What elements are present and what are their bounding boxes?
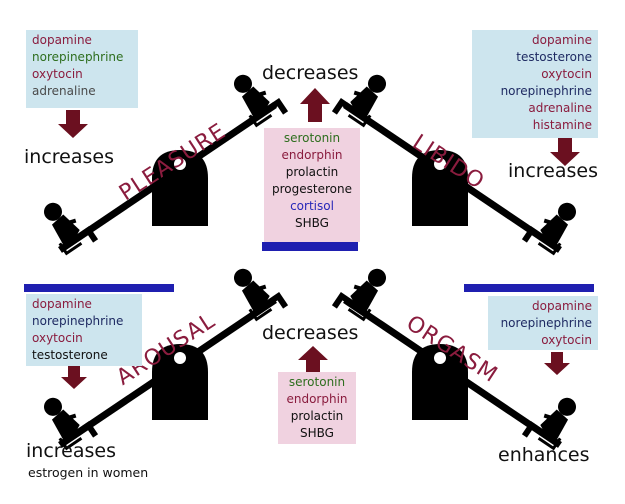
list-item: progesterone	[272, 182, 352, 196]
arousal-note: estrogen in women	[28, 465, 149, 480]
list-item: prolactin	[285, 165, 339, 179]
seesaw-bottom-right	[329, 256, 584, 456]
list-item: SHBG	[300, 426, 334, 440]
orgasm-increase-box: dopamine norepinephrine oxytocin	[488, 296, 598, 350]
seesaw-top-left	[36, 62, 291, 261]
list-item: oxytocin	[541, 333, 592, 347]
bottom-decreases-label: decreases	[262, 322, 359, 344]
list-item: adrenaline	[32, 84, 96, 98]
list-item: dopamine	[32, 33, 92, 47]
list-item: dopamine	[532, 33, 592, 47]
blue-bar-bottom-left	[24, 284, 174, 292]
down-arrow-icon	[61, 366, 87, 389]
list-item: cortisol	[290, 199, 334, 213]
up-arrow-icon	[298, 346, 328, 372]
pleasure-increase-box: dopamine norepinephrine oxytocin adrenal…	[26, 30, 138, 108]
pleasure-increases-label: increases	[24, 146, 114, 168]
libido-increase-box: dopamine testosterone oxytocin norepinep…	[472, 30, 598, 138]
list-item: norepinephrine	[500, 316, 592, 330]
arousal-increases-label: increases	[26, 440, 116, 462]
seesaw-top-right	[329, 62, 584, 261]
list-item: endorphin	[281, 148, 343, 162]
blue-bar-bottom-right	[464, 284, 594, 292]
list-item: serotonin	[288, 375, 346, 389]
down-arrow-icon	[544, 352, 570, 375]
list-item: oxytocin	[541, 67, 592, 81]
list-item: oxytocin	[32, 331, 83, 345]
blue-bar-center	[262, 242, 358, 251]
list-item: prolactin	[290, 409, 344, 423]
list-item: oxytocin	[32, 67, 83, 81]
list-item: adrenaline	[528, 101, 592, 115]
list-item: norepinephrine	[32, 314, 124, 328]
list-item: SHBG	[295, 216, 329, 230]
seesaw-bottom-left	[36, 256, 291, 456]
list-item: norepinephrine	[32, 50, 124, 64]
top-decreases-label: decreases	[262, 62, 359, 84]
bottom-decrease-box: serotonin endorphin prolactin SHBG	[278, 372, 356, 444]
libido-increases-label: increases	[508, 160, 598, 182]
arousal-increase-box: dopamine norepinephrine oxytocin testost…	[26, 294, 142, 366]
top-decrease-box: serotonin endorphin prolactin progestero…	[264, 128, 360, 242]
up-arrow-icon	[300, 88, 330, 122]
list-item: testosterone	[516, 50, 592, 64]
orgasm-enhances-label: enhances	[498, 444, 590, 466]
list-item: endorphin	[286, 392, 348, 406]
list-item: dopamine	[32, 297, 92, 311]
list-item: serotonin	[283, 131, 341, 145]
list-item: norepinephrine	[500, 84, 592, 98]
down-arrow-icon	[550, 138, 580, 166]
list-item: dopamine	[532, 299, 592, 313]
down-arrow-icon	[58, 110, 88, 138]
list-item: testosterone	[32, 348, 108, 362]
list-item: histamine	[532, 118, 592, 132]
